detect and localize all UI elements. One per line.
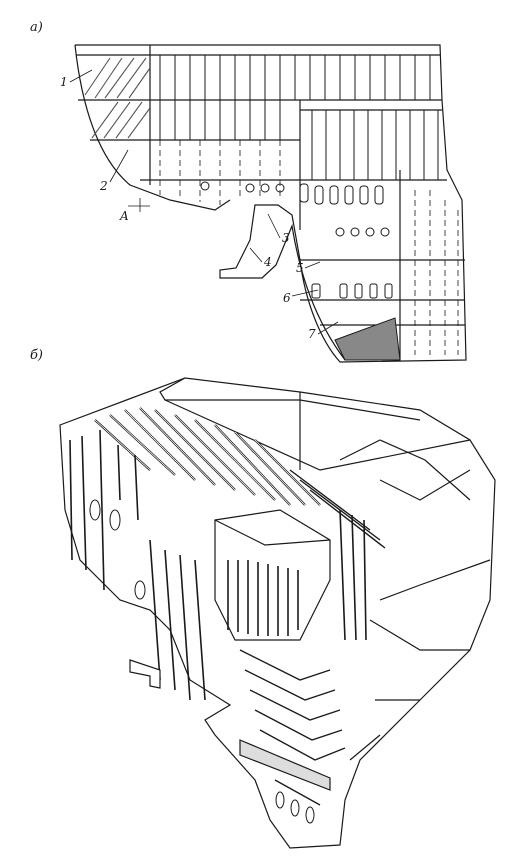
hatched-region: [84, 57, 151, 139]
section-mark-a: A: [119, 209, 129, 223]
frames-upper: [159, 55, 431, 100]
floor-holes: [89, 499, 315, 824]
callout-6: 6: [283, 291, 291, 305]
deck-beams: [94, 407, 321, 506]
panel-a-drawing: 1 2 3 4 5 6 7 A: [60, 44, 467, 363]
panel-b-label: б): [30, 348, 44, 363]
bilge-bracket: [334, 317, 401, 361]
inner-compartment: [214, 509, 331, 641]
hull-outline: [74, 44, 467, 363]
keel-bracket: [239, 739, 331, 791]
bilge-fin: [129, 659, 161, 689]
panel-a-label: а): [30, 20, 43, 35]
callout-5: 5: [296, 261, 304, 275]
callout-7: 7: [308, 327, 316, 341]
callout-3: 3: [282, 231, 290, 245]
floor-plates: [239, 649, 346, 806]
callout-4: 4: [263, 255, 272, 269]
side-frames: [69, 429, 367, 701]
callout-2: 2: [99, 179, 108, 193]
bulkhead-stiffeners: [227, 560, 299, 636]
frames-middle: [159, 100, 439, 180]
callout-1: 1: [60, 75, 68, 89]
hull-shell: [59, 377, 496, 849]
